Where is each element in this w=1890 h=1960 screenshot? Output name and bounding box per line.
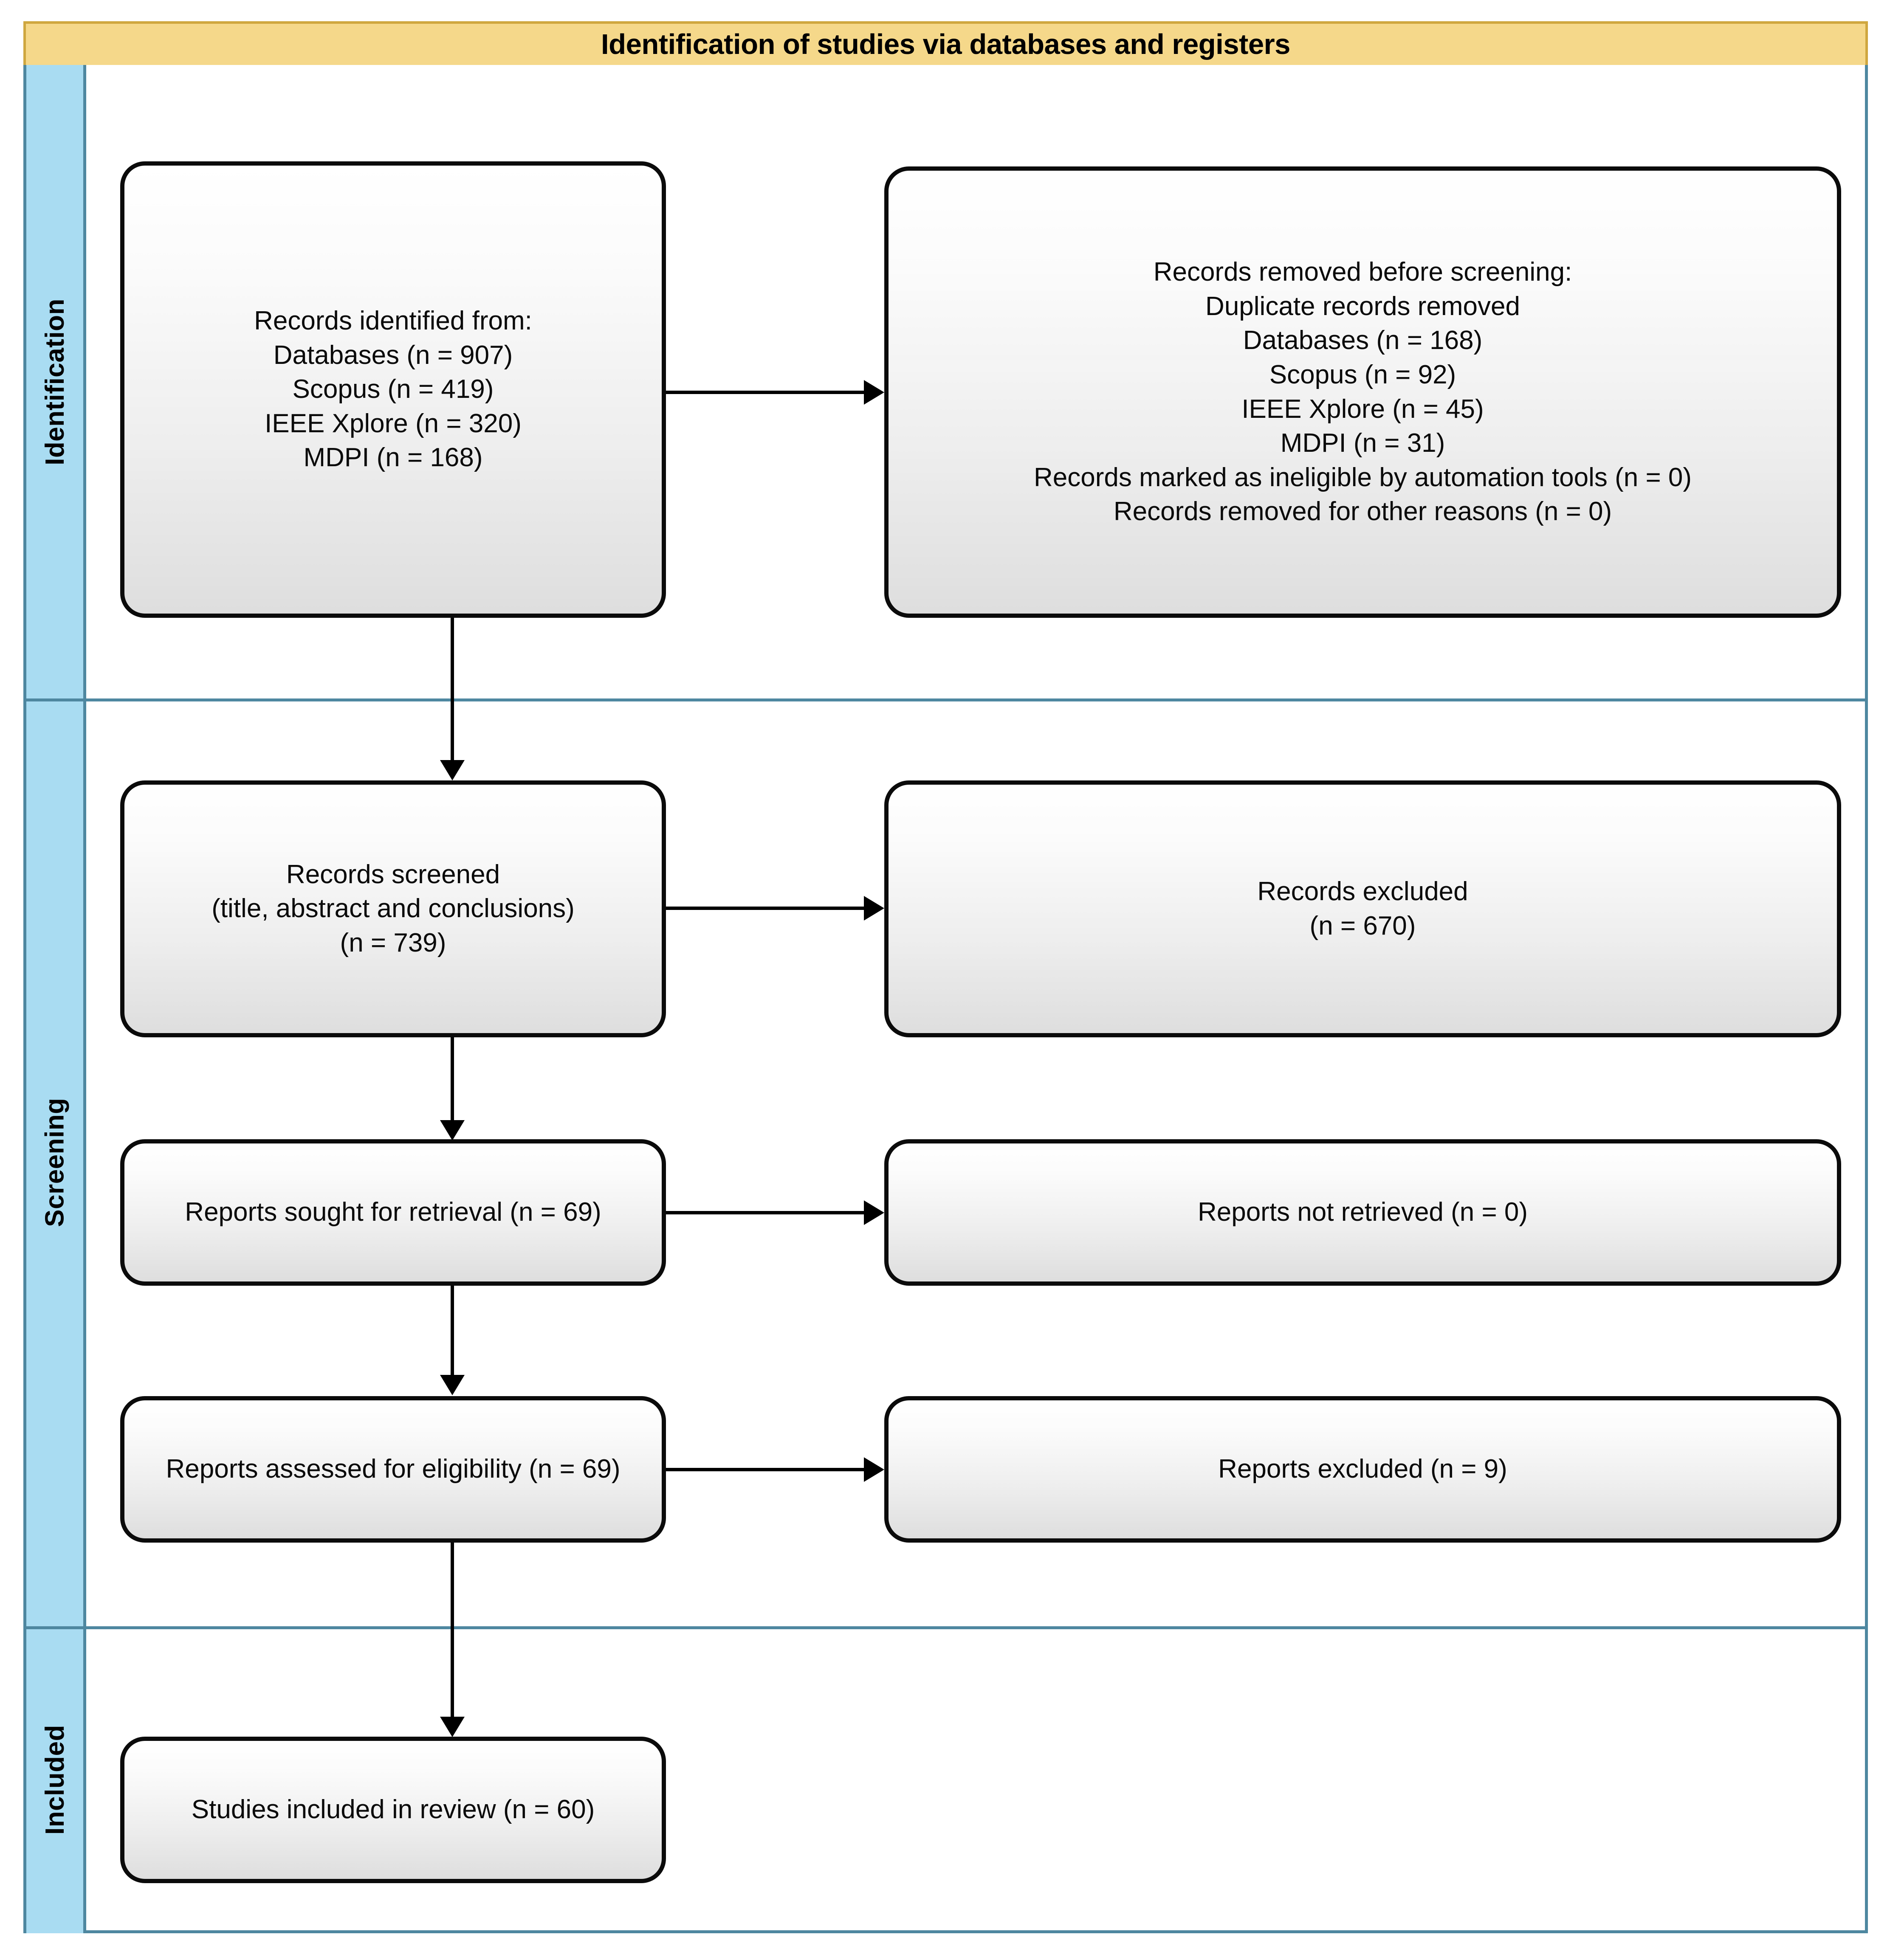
stage-label-screening: Screening: [40, 1098, 70, 1227]
box-reports-excluded: Reports excluded (n = 9): [884, 1396, 1841, 1543]
box-records-identified-from-text: Records identified from: Databases (n = …: [254, 306, 532, 473]
stage-separator-identification-screening: [23, 698, 1868, 701]
box-studies-included-in-review: Studies included in review (n = 60): [120, 1737, 666, 1883]
box-records-screened: Records screened (title, abstract and co…: [120, 780, 666, 1037]
stage-column-screening: Screening: [23, 698, 86, 1626]
stage-column-included: Included: [23, 1626, 86, 1933]
arrow-screened-to-sought-icon: [440, 1120, 465, 1141]
connector-line-identified-to-screened: [451, 618, 454, 769]
box-reports-assessed-for-eligibility: Reports assessed for eligibility (n = 69…: [120, 1396, 666, 1543]
box-reports-assessed-for-eligibility-text: Reports assessed for eligibility (n = 69…: [166, 1454, 621, 1484]
box-reports-sought-for-retrieval: Reports sought for retrieval (n = 69): [120, 1139, 666, 1286]
box-studies-included-in-review-text: Studies included in review (n = 60): [191, 1795, 595, 1825]
box-reports-sought-for-retrieval-text: Reports sought for retrieval (n = 69): [185, 1197, 601, 1227]
diagram-title: Identification of studies via databases …: [601, 28, 1290, 60]
box-reports-excluded-text: Reports excluded (n = 9): [1218, 1454, 1507, 1484]
connector-line-screened-to-excluded: [666, 907, 866, 910]
box-records-identified-from: Records identified from: Databases (n = …: [120, 161, 666, 618]
stage-column-identification: Identification: [23, 65, 86, 698]
stage-separator-screening-included: [23, 1626, 1868, 1629]
box-records-removed-before-screening-text: Records removed before screening: Duplic…: [1033, 257, 1692, 527]
connector-line-assessed-to-included: [451, 1543, 454, 1725]
connector-line-identified-to-removed: [666, 391, 866, 394]
connector-line-sought-to-assessed: [451, 1286, 454, 1383]
arrow-assessed-to-included-icon: [440, 1717, 465, 1737]
stage-label-identification: Identification: [40, 298, 70, 465]
box-reports-not-retrieved: Reports not retrieved (n = 0): [884, 1139, 1841, 1286]
arrow-identified-to-removed-icon: [864, 380, 884, 405]
box-reports-not-retrieved-text: Reports not retrieved (n = 0): [1197, 1197, 1528, 1227]
box-records-excluded: Records excluded (n = 670): [884, 780, 1841, 1037]
stage-label-included: Included: [40, 1725, 70, 1835]
box-records-removed-before-screening: Records removed before screening: Duplic…: [884, 166, 1841, 618]
arrow-identified-to-screened-icon: [440, 760, 465, 780]
arrow-sought-to-not-retrieved-icon: [864, 1200, 884, 1225]
arrow-assessed-to-excluded-icon: [864, 1457, 884, 1482]
connector-line-assessed-to-excluded: [666, 1468, 866, 1471]
arrow-sought-to-assessed-icon: [440, 1375, 465, 1395]
connector-line-sought-to-not-retrieved: [666, 1211, 866, 1214]
diagram-header-banner: Identification of studies via databases …: [23, 21, 1868, 65]
box-records-screened-text: Records screened (title, abstract and co…: [212, 859, 575, 957]
connector-line-screened-to-sought: [451, 1037, 454, 1129]
arrow-screened-to-excluded-icon: [864, 896, 884, 921]
box-records-excluded-text: Records excluded (n = 670): [1257, 876, 1468, 941]
